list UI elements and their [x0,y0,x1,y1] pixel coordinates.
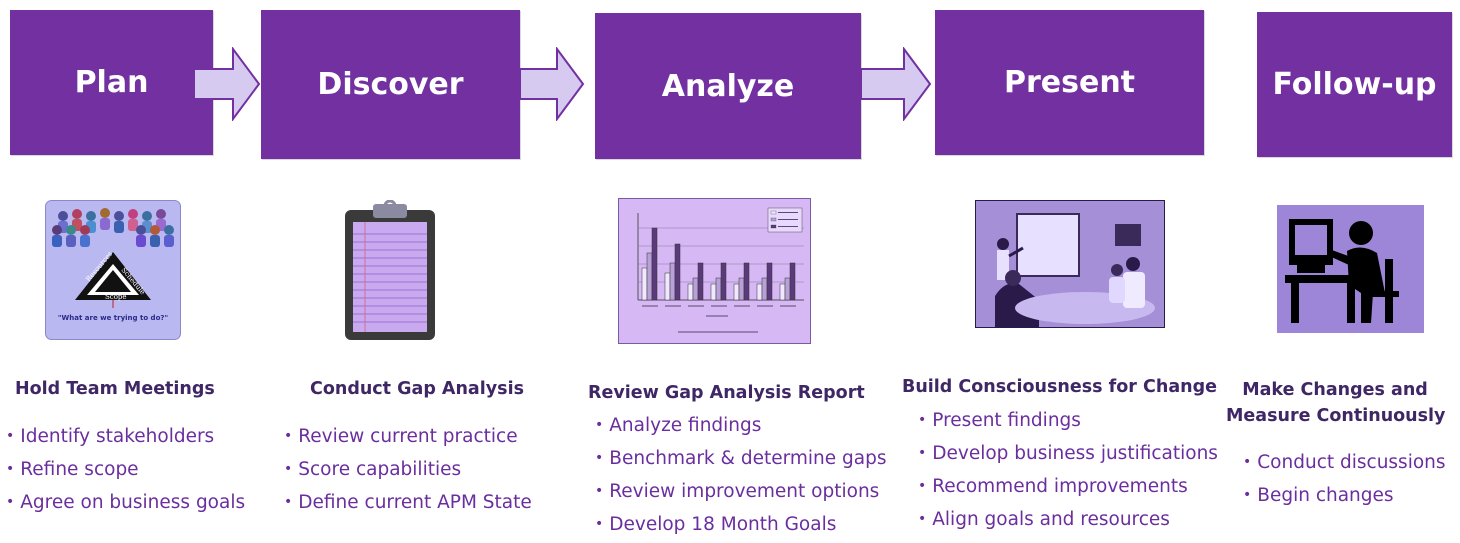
list-item: Score capabilities [284,453,532,486]
column-heading-follow-up: Make Changes and Measure Continuously [1226,377,1446,429]
list-item: Recommend improvements [918,470,1218,503]
list-item: Review current practice [284,420,532,453]
list-item: Define current APM State [284,486,532,519]
column-heading-analyze: Review Gap Analysis Report [588,383,865,403]
stage-plan: Plan [10,10,213,155]
list-item: Agree on business goals [6,486,245,519]
plan-bullet-list: Identify stakeholders Refine scope Agree… [6,420,245,519]
meeting-presentation-icon [975,200,1165,328]
list-item: Develop business justifications [918,437,1218,470]
discover-bullet-list: Review current practice Score capabiliti… [284,420,532,519]
analyze-bullet-list: Analyze findings Benchmark & determine g… [595,409,886,541]
stage-present: Present [935,10,1204,155]
stage-discover-label: Discover [317,67,464,102]
stage-analyze: Analyze [595,13,861,159]
team-triangle-icon: Resources Schedule Scope "What are we tr… [45,200,181,340]
computer-user-icon [1277,205,1424,333]
list-item: Benchmark & determine gaps [595,442,886,475]
column-heading-follow-up-line2: Measure Continuously [1226,406,1446,426]
stage-follow-up-label: Follow-up [1272,67,1437,102]
stage-analyze-label: Analyze [661,68,795,104]
present-bullet-list: Present findings Develop business justif… [918,404,1218,536]
list-item: Develop 18 Month Goals [595,508,886,541]
stage-present-label: Present [1003,65,1136,100]
arrow-right-icon [519,47,585,121]
triangle-bottom-label: Scope [105,293,127,301]
list-item: Refine scope [6,453,245,486]
stage-plan-label: Plan [74,65,149,100]
column-heading-follow-up-line1: Make Changes and [1242,380,1428,400]
column-heading-discover: Conduct Gap Analysis [310,379,524,399]
stage-follow-up: Follow-up [1257,12,1452,157]
clipboard-icon [345,200,435,340]
column-heading-plan: Hold Team Meetings [15,379,215,399]
stage-discover: Discover [261,10,520,159]
list-item: Conduct discussions [1243,446,1445,479]
list-item: Analyze findings [595,409,886,442]
list-item: Present findings [918,404,1218,437]
plan-caption: "What are we trying to do?" [58,314,168,322]
list-item: Identify stakeholders [6,420,245,453]
list-item: Review improvement options [595,475,886,508]
bar-chart-report-icon [618,198,811,344]
column-heading-present: Build Consciousness for Change [902,377,1217,397]
follow-up-bullet-list: Conduct discussions Begin changes [1243,446,1446,512]
arrow-right-icon [193,47,261,121]
arrow-right-icon [860,47,932,121]
list-item: Align goals and resources [918,503,1218,536]
list-item: Begin changes [1243,479,1446,512]
